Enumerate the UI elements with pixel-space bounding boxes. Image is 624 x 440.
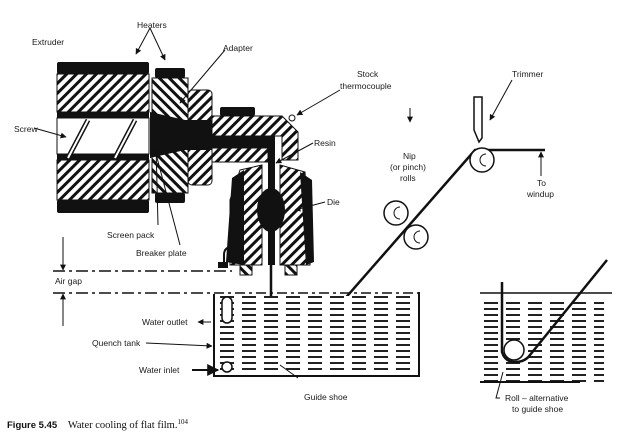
air-gap-marker (53, 237, 232, 326)
quench-tank (213, 292, 420, 377)
alternative-tank (480, 259, 612, 383)
label-air-gap: Air gap (55, 276, 82, 286)
label-screw: Screw (14, 124, 38, 134)
label-to: To (537, 178, 546, 188)
label-extruder: Extruder (32, 37, 64, 47)
label-windup: windup (526, 189, 554, 199)
label-screen-pack: Screen pack (107, 230, 155, 240)
label-adapter: Adapter (223, 43, 253, 53)
figure-caption: Figure 5.45 Water cooling of flat film.1… (7, 418, 188, 431)
label-rolls: rolls (400, 173, 416, 183)
label-heaters: Heaters (137, 20, 167, 30)
figure-number: Figure 5.45 (7, 420, 58, 432)
figure-reference: 104 (177, 418, 188, 426)
label-nip: Nip (403, 151, 416, 161)
label-or-pinch: (or pinch) (390, 162, 426, 172)
label-roll-alternative: Roll – alternative (505, 393, 569, 403)
die-head (211, 107, 314, 276)
label-resin: Resin (314, 138, 336, 148)
leader-lines (33, 27, 544, 399)
label-die: Die (327, 197, 340, 207)
label-guide-shoe: Guide shoe (304, 392, 348, 402)
label-water-outlet: Water outlet (142, 317, 188, 327)
label-to-guide-shoe: to guide shoe (512, 404, 563, 414)
label-water-inlet: Water inlet (139, 365, 180, 375)
nip-rolls (383, 147, 495, 250)
label-thermocouple: thermocouple (340, 81, 392, 91)
label-stock: Stock (357, 69, 379, 79)
label-trimmer: Trimmer (512, 69, 543, 79)
label-quench-tank: Quench tank (92, 338, 141, 348)
label-breaker-plate: Breaker plate (136, 248, 187, 258)
screw (65, 118, 138, 160)
extruder-barrel (56, 62, 150, 213)
trimmer (473, 96, 483, 144)
figure-title: Water cooling of flat film. (67, 420, 178, 432)
